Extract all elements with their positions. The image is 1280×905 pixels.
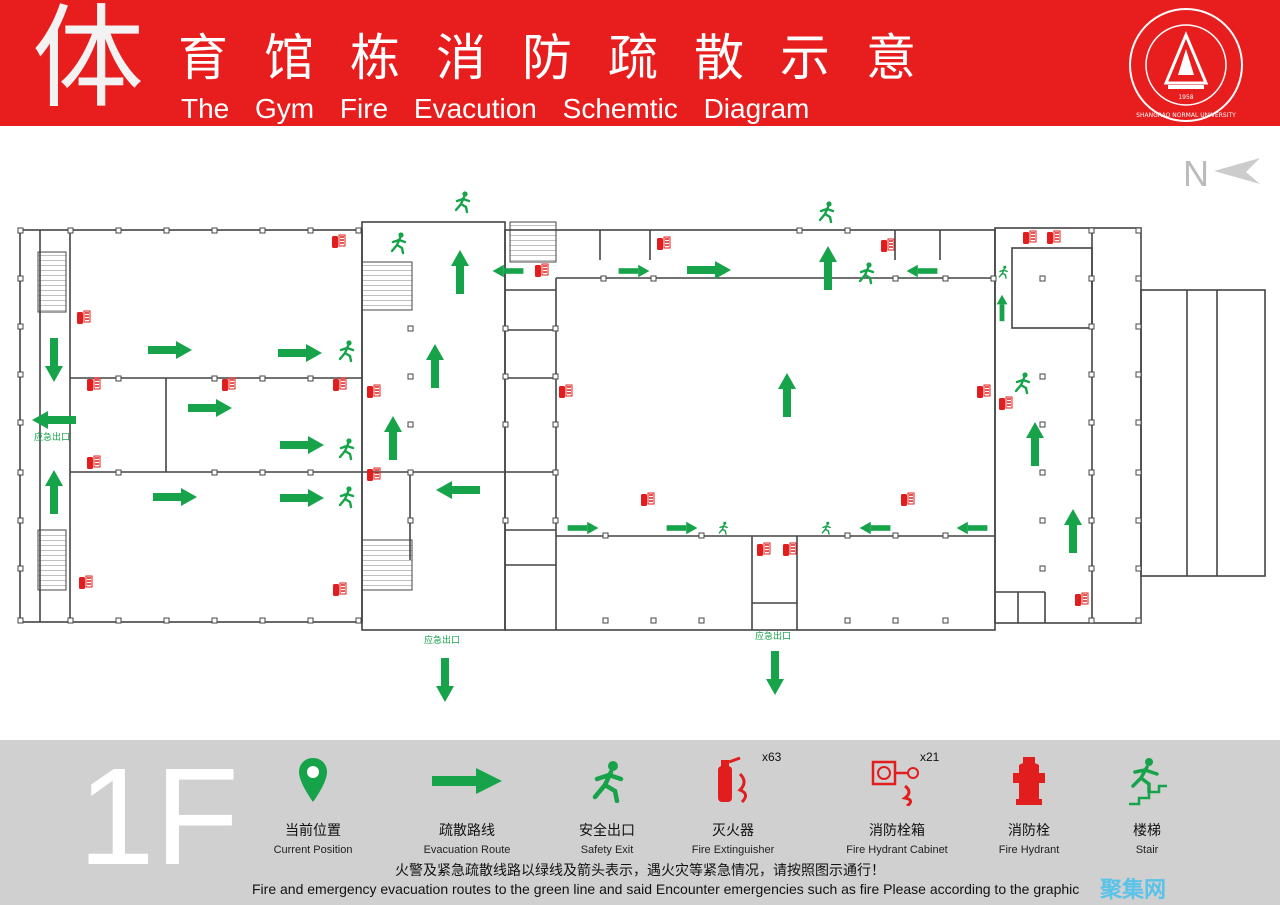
legend-stair: 楼梯 Stair: [1102, 750, 1192, 857]
evacuation-arrow-icon: [432, 768, 502, 794]
evacuation-note-chinese: 火警及紧急疏散线路以绿线及箭头表示，遇火灾等紧急情况，请按照图示通行！: [395, 863, 885, 879]
exit-label-south-1: 应急出口: [424, 634, 460, 646]
legend-safety-exit: 安全出口 Safety Exit: [552, 750, 662, 857]
legend-evacuation-route: 疏散路线 Evacuation Route: [412, 750, 522, 857]
evacuation-note-english: Fire and emergency evacuation routes to …: [252, 881, 1080, 897]
building-walls: [19, 221, 1266, 631]
north-arrow-icon: [1214, 158, 1260, 184]
legend-fire-extinguisher: x63 灭火器 Fire Extinguisher: [691, 750, 782, 856]
fire-extinguisher-icon: [718, 756, 747, 804]
north-label: N: [1183, 153, 1209, 194]
floor-number: 1F: [78, 740, 240, 894]
exit-label-west: 应急出口: [34, 431, 70, 443]
safety-exit-signs: [338, 190, 1031, 535]
title-english: The Gym Fire Evacution Schemtic Diagram: [181, 93, 810, 124]
title-big-character: 体: [32, 0, 144, 124]
title-banner: 体 育馆栋消防疏散示意 The Gym Fire Evacution Schem…: [0, 0, 1280, 126]
exit-runner-icon: [592, 761, 624, 803]
svg-text:1958: 1958: [1178, 94, 1193, 101]
legend-current-position: 当前位置 Current Position: [258, 750, 368, 857]
university-logo: 1958 SHANGRAO NORMAL UNIVERSITY: [1129, 8, 1243, 122]
watermark: 聚集网: [1100, 878, 1167, 903]
location-pin-icon: [299, 758, 327, 802]
fire-hydrant-icon: [1013, 757, 1045, 805]
legend-fire-hydrant: 消防栓 Fire Hydrant: [984, 750, 1074, 857]
svg-text:SHANGRAO NORMAL UNIVERSITY: SHANGRAO NORMAL UNIVERSITY: [1136, 112, 1236, 119]
title-chinese: 育馆栋消防疏散示意: [178, 29, 952, 87]
fire-hydrant-cabinet-icon: [871, 760, 919, 806]
stair-wells: [37, 221, 557, 591]
structural-columns: [17, 227, 1142, 624]
stair-icon: [1129, 758, 1167, 806]
exit-label-south-2: 应急出口: [755, 630, 791, 642]
extinguisher-count: x63: [762, 750, 782, 764]
legend-panel: 1F 当前位置 Current Position 疏散路线 Evacuation…: [0, 740, 1280, 905]
hydrant-cabinet-count: x21: [920, 750, 940, 764]
legend-fire-hydrant-cabinet: x21 消防栓箱 Fire Hydrant Cabinet: [846, 750, 948, 856]
fire-extinguishers: [76, 230, 1089, 607]
floor-plan: N: [17, 153, 1266, 702]
